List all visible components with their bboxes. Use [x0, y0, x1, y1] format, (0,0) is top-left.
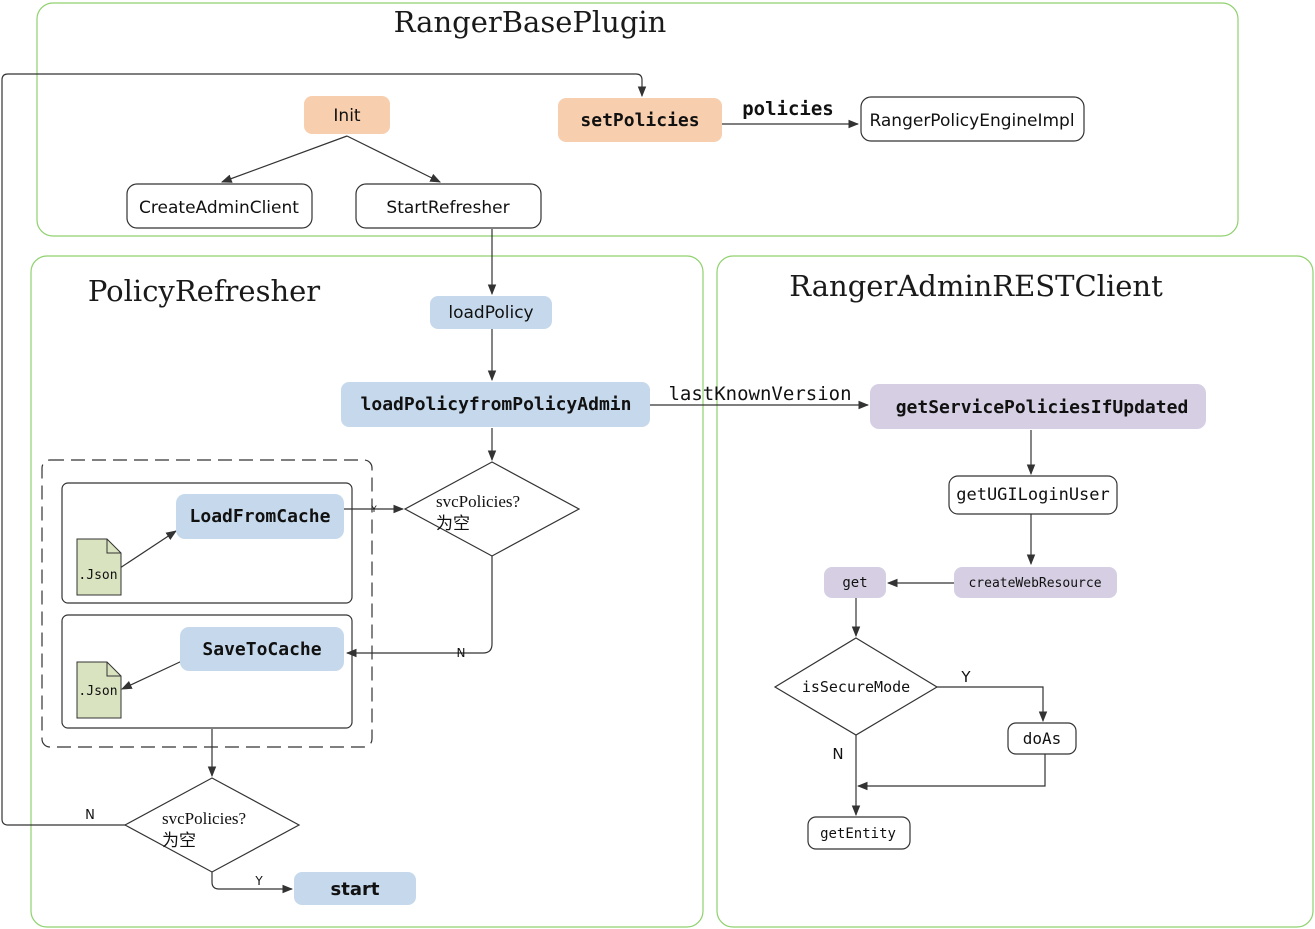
base-plugin-panel	[36, 2, 1239, 237]
set-policies-node: setPolicies	[558, 98, 722, 142]
decision-1: svcPolicies? 为空	[403, 461, 581, 557]
get-service-policies-label: getServicePoliciesIfUpdated	[896, 397, 1189, 418]
cache-group	[41, 459, 373, 748]
set-policies-label: setPolicies	[580, 110, 699, 131]
edge-json-loadfromcache	[119, 530, 177, 569]
edge-init-startrefresher	[346, 135, 441, 183]
json-file-icon-1: .Json	[76, 538, 122, 596]
get-ugi-login-user-label: getUGILoginUser	[956, 485, 1110, 505]
save-to-cache-node: SaveToCache	[180, 627, 344, 671]
start-label: start	[331, 879, 380, 900]
policy-refresher-panel	[30, 255, 704, 928]
get-entity-label: getEntity	[820, 826, 896, 842]
json-file-icon-2: .Json	[76, 661, 122, 719]
rest-client-title: RangerAdminRESTClient	[789, 269, 1163, 303]
create-web-resource-label: createWebResource	[968, 576, 1101, 591]
decision-2-line1: svcPolicies?	[162, 809, 246, 828]
start-refresher-label: StartRefresher	[386, 198, 509, 218]
edge-init-createadminclient	[220, 135, 348, 183]
label-policies: policies	[742, 98, 834, 120]
decision-2-line2: 为空	[162, 831, 196, 850]
start-node: start	[294, 872, 416, 905]
load-cache-subgroup	[61, 482, 353, 604]
load-policy-node: loadPolicy	[430, 296, 552, 329]
create-admin-client-node: CreateAdminClient	[126, 183, 313, 229]
json-file-1-label: .Json	[78, 568, 117, 583]
engine-impl-node: RangerPolicyEngineImpl	[860, 96, 1085, 142]
edge-decision2-start	[211, 872, 294, 894]
get-label: get	[842, 575, 867, 591]
policy-refresher-title: PolicyRefresher	[88, 274, 320, 308]
rest-client-panel	[716, 255, 1314, 928]
create-web-resource-node: createWebResource	[954, 567, 1117, 598]
is-secure-mode-decision: isSecureMode	[773, 637, 939, 736]
base-plugin-title: RangerBasePlugin	[394, 5, 667, 39]
edge-doas-getentity	[856, 754, 1046, 791]
label-last-known-version: lastKnownVersion	[668, 383, 851, 405]
label-secure-y: Y	[960, 668, 971, 686]
edge-savetocache-json	[121, 660, 183, 690]
do-as-label: doAs	[1023, 729, 1062, 748]
label-start-y: Y	[254, 874, 263, 888]
edge-decision1-savetocache	[345, 556, 493, 658]
load-from-admin-node: loadPolicyfromPolicyAdmin	[341, 382, 650, 427]
get-ugi-login-user-node: getUGILoginUser	[948, 475, 1118, 515]
init-node: Init	[304, 96, 390, 134]
label-loop-n: N	[85, 808, 95, 823]
edge-issecure-doas	[937, 686, 1048, 723]
load-policy-label: loadPolicy	[448, 303, 533, 323]
is-secure-mode-label: isSecureMode	[802, 678, 910, 696]
decision-2: svcPolicies? 为空	[123, 777, 301, 873]
load-from-cache-label: LoadFromCache	[190, 506, 331, 527]
label-secure-n: N	[832, 745, 843, 763]
engine-impl-label: RangerPolicyEngineImpl	[869, 111, 1074, 131]
decision-1-line2: 为空	[436, 514, 470, 533]
load-from-admin-label: loadPolicyfromPolicyAdmin	[361, 394, 632, 415]
get-service-policies-node: getServicePoliciesIfUpdated	[870, 384, 1206, 429]
label-cache-n: N	[457, 646, 466, 660]
save-cache-subgroup	[61, 614, 353, 729]
create-admin-client-label: CreateAdminClient	[139, 198, 299, 218]
edge-decision2-loop	[1, 73, 647, 826]
decision-1-line1: svcPolicies?	[436, 492, 520, 511]
do-as-node: doAs	[1007, 722, 1077, 755]
start-refresher-node: StartRefresher	[355, 183, 542, 229]
label-cache-y: Y	[370, 505, 377, 515]
get-node: get	[824, 567, 886, 598]
init-label: Init	[333, 106, 361, 126]
get-entity-node: getEntity	[807, 816, 911, 850]
load-from-cache-node: LoadFromCache	[176, 494, 344, 539]
json-file-2-label: .Json	[78, 684, 117, 699]
save-to-cache-label: SaveToCache	[202, 639, 321, 660]
